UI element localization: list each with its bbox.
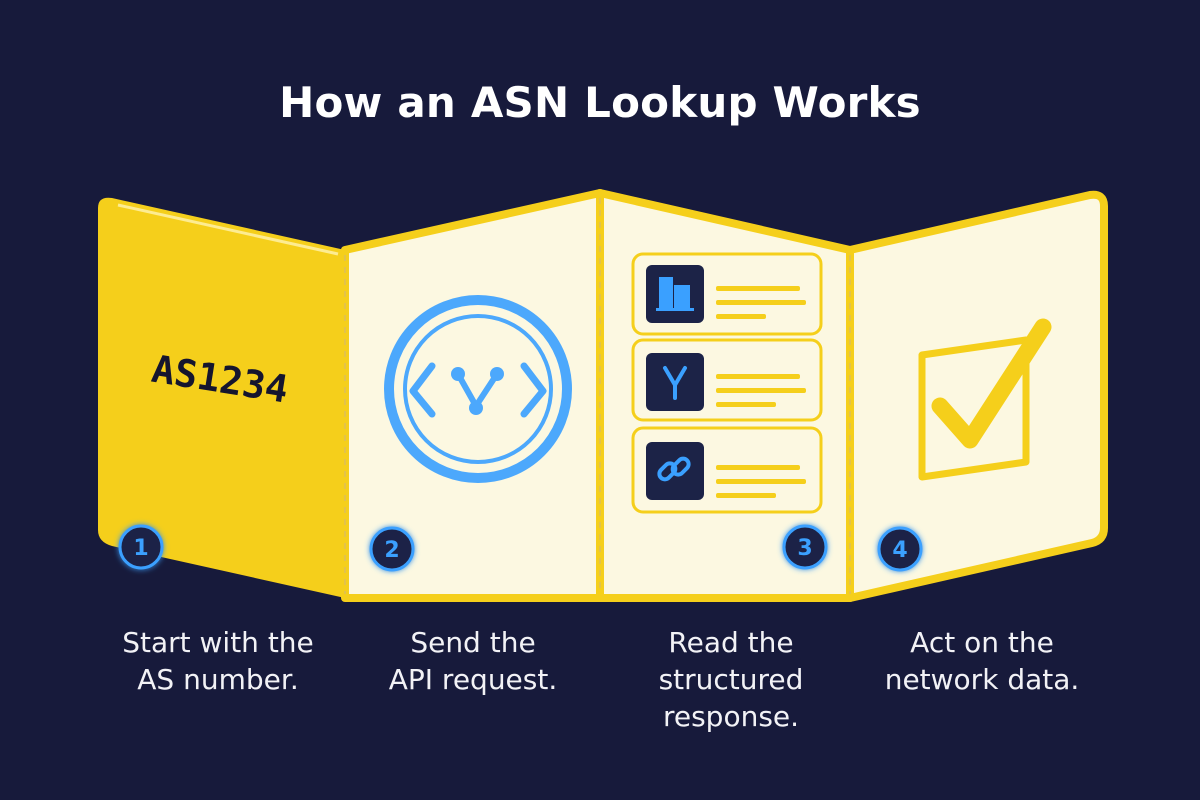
- building-icon: [656, 277, 694, 311]
- step-3-caption-line-2: structured: [658, 663, 804, 696]
- panel-4-face: [846, 190, 1108, 602]
- panel-1: AS1234 1: [98, 197, 345, 598]
- step-2-badge: 2: [369, 526, 415, 572]
- step-3-caption-line-3: response.: [662, 700, 800, 733]
- response-row-2: [631, 338, 823, 422]
- panel-3: 3: [596, 189, 854, 602]
- response-row-3: [631, 426, 823, 514]
- response-row-1: [631, 252, 823, 336]
- step-3-badge: 3: [782, 524, 828, 570]
- step-2-caption: Send the API request.: [353, 624, 593, 698]
- step-1-number: 1: [133, 536, 148, 561]
- step-3-caption: Read the structured response.: [611, 624, 851, 735]
- step-4-badge: 4: [877, 526, 923, 572]
- link-icon: [657, 456, 691, 482]
- api-code-stamp-icon: [384, 295, 572, 483]
- panel-2: 2: [341, 189, 604, 602]
- checkmark-box-icon: [918, 318, 1052, 481]
- step-4-number: 4: [892, 538, 907, 563]
- panel-1-face: [98, 197, 345, 598]
- step-1-caption-line-2: AS number.: [137, 663, 299, 696]
- step-2-caption-line-2: API request.: [388, 663, 558, 696]
- step-2-number: 2: [384, 538, 399, 563]
- step-4-caption: Act on the network data.: [862, 624, 1102, 698]
- step-1-badge: 1: [118, 524, 164, 570]
- step-2-caption-line-1: Send the: [410, 626, 536, 659]
- step-4-caption-line-2: network data.: [884, 663, 1080, 696]
- step-4-caption-line-1: Act on the: [910, 626, 1054, 659]
- step-1-caption-line-1: Start with the: [122, 626, 314, 659]
- network-branch-icon: [663, 366, 687, 400]
- step-1-caption: Start with the AS number.: [98, 624, 338, 698]
- step-3-caption-line-1: Read the: [668, 626, 794, 659]
- step-3-number: 3: [797, 536, 812, 561]
- panel-1-edge-highlight: [117, 203, 339, 256]
- page-title: How an ASN Lookup Works: [279, 78, 921, 127]
- panel-4: 4: [846, 190, 1108, 602]
